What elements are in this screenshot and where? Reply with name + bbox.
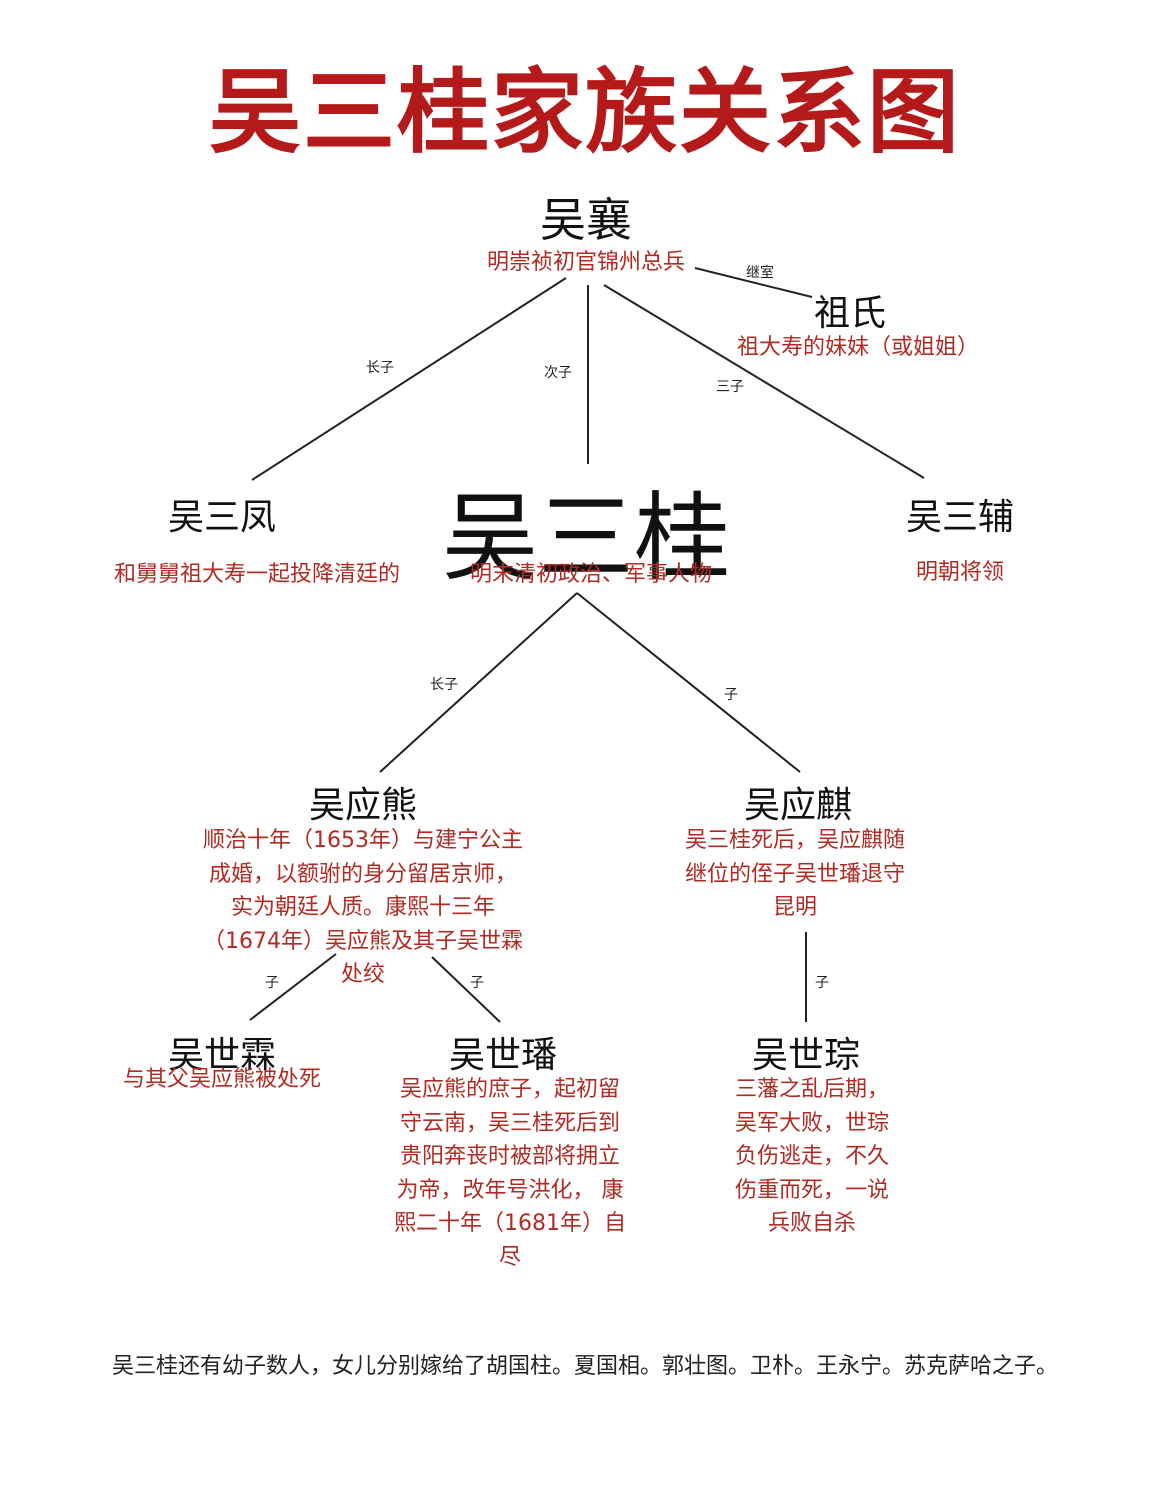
person-desc-wu-shicong: 三藩之乱后期， 吴军大败，世琮 负伤逃走，不久 伤重而死，一说 兵败自杀	[734, 1077, 889, 1236]
person-name-zu-shi: 祖氏	[813, 293, 886, 334]
line-sangui-yingxiong	[379, 592, 578, 773]
footer-note: 吴三桂还有幼子数人，女儿分别嫁给了胡国柱。夏国相。郭壮图。卫朴。王永宁。苏克萨哈…	[111, 1354, 1058, 1379]
person-name-wu-yingqi: 吴应麒	[743, 785, 852, 826]
person-name-wu-sanfu: 吴三辅	[905, 497, 1014, 538]
person-name-wu-yingxiong: 吴应熊	[308, 785, 417, 826]
person-desc-wu-shifan: 吴应熊的庶子，起初留 守云南，吴三桂死后到 贵阳奔丧时被部将拥立 为帝，改年号洪…	[394, 1077, 626, 1270]
line-wuxiang-zushi	[694, 267, 813, 298]
relation-label-son-yingqi: 子	[724, 687, 738, 703]
person-name-wu-shicong: 吴世琮	[751, 1035, 860, 1076]
line-yingxiong-shilin	[249, 953, 337, 1021]
line-sangui-yingqi	[576, 592, 801, 773]
line-wuxiang-sanfu	[603, 284, 925, 479]
person-name-wu-shilin: 吴世霖	[167, 1035, 276, 1076]
relation-label-spouse: 继室	[746, 265, 774, 281]
person-desc-wu-xiang: 明崇祯初官锦州总兵	[486, 250, 685, 275]
page-title: 吴三桂家族关系图	[208, 59, 961, 166]
person-desc-wu-yingxiong: 顺治十年（1653年）与建宁公主 成婚，以额驸的身分留居京师， 实为朝廷人质。康…	[203, 828, 523, 987]
line-yingxiong-shifan	[431, 956, 501, 1023]
person-name-wu-shifan: 吴世璠	[448, 1035, 557, 1076]
person-name-wu-sangui: 吴三桂	[442, 482, 730, 594]
relation-label-son-shifan: 子	[470, 975, 484, 991]
person-desc-wu-yingqi: 吴三桂死后，吴应麒随 继位的侄子吴世璠退守 昆明	[684, 828, 905, 920]
person-name-wu-sanfeng: 吴三凤	[167, 497, 276, 538]
relation-label-son-shilin: 子	[265, 975, 279, 991]
relation-label-eldest-son-2: 长子	[430, 677, 458, 693]
relation-label-son-shicong: 子	[815, 975, 829, 991]
relation-label-second-son: 次子	[544, 365, 572, 381]
line-wuxiang-sanfeng	[251, 277, 567, 481]
person-desc-wu-sangui: 明末清初政治、军事人物	[469, 562, 712, 587]
person-name-wu-xiang: 吴襄	[540, 193, 632, 247]
person-desc-zu-shi: 祖大寿的妹妹（或姐姐）	[736, 335, 979, 360]
person-desc-wu-sanfu: 明朝将领	[915, 560, 1004, 585]
person-desc-wu-sanfeng: 和舅舅祖大寿一起投降清廷的	[113, 562, 400, 587]
relation-label-eldest-son: 长子	[366, 360, 394, 376]
person-desc-wu-shilin: 与其父吴应熊被处死	[122, 1067, 321, 1092]
relation-label-third-son: 三子	[716, 379, 744, 395]
